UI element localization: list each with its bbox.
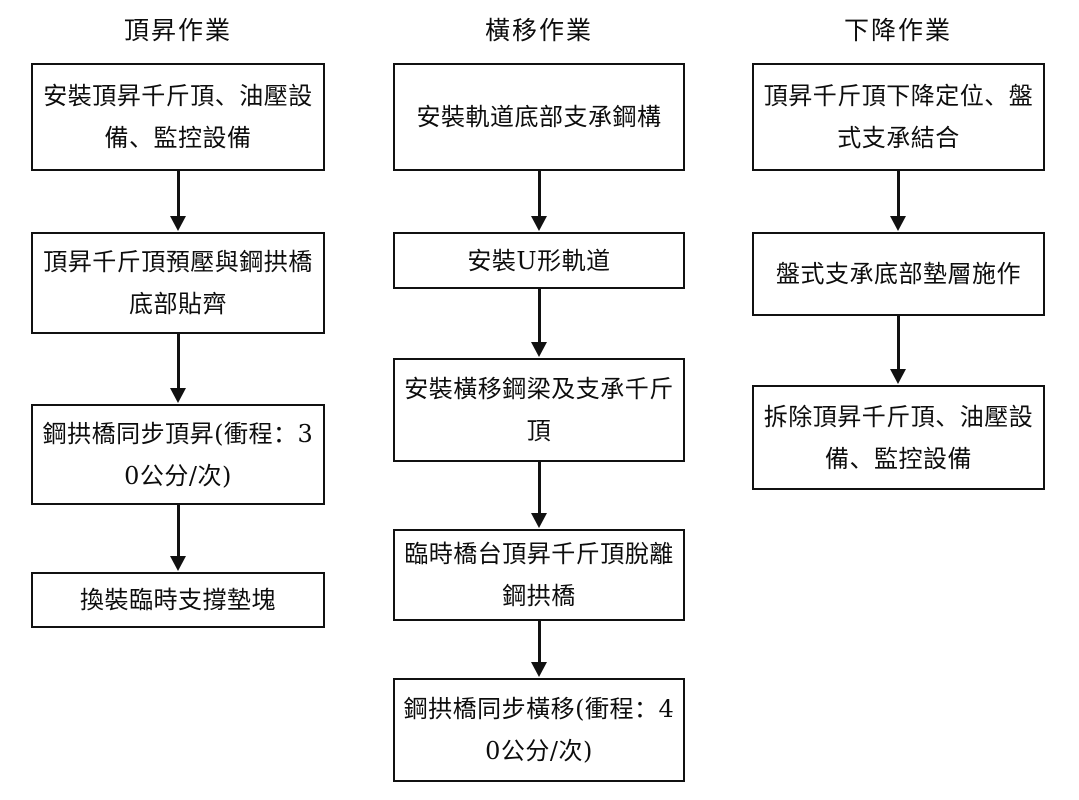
arrow-head: [169, 388, 186, 403]
process-box-label: 頂昇千斤頂下降定位、盤式支承結合: [763, 82, 1034, 152]
arrow-stem: [176, 334, 180, 389]
process-box-replace-temporary-support-blocks[interactable]: 換裝臨時支撐墊塊: [31, 572, 325, 628]
arrow-stem: [537, 462, 541, 514]
process-box-label: 拆除頂昇千斤頂、油壓設備、監控設備: [763, 402, 1034, 473]
arrow-stem: [176, 171, 180, 217]
process-box-install-jacks-hydraulics-monitoring[interactable]: 安裝頂昇千斤頂、油壓設備、監控設備: [31, 63, 325, 171]
arrow-stem: [537, 289, 541, 343]
process-box-label: 鋼拱橋同步頂昇(衝程：30公分/次): [42, 419, 314, 490]
process-box-label: 頂昇千斤頂預壓與鋼拱橋底部貼齊: [43, 248, 313, 318]
process-box-label: 安裝橫移鋼梁及支承千斤頂: [404, 375, 674, 445]
arrow-head: [530, 513, 547, 528]
process-box-pot-bearing-base-grout-layer[interactable]: 盤式支承底部墊層施作: [752, 232, 1045, 316]
process-box-label: 盤式支承底部墊層施作: [776, 260, 1021, 288]
process-box-install-shift-girder-and-jacks[interactable]: 安裝橫移鋼梁及支承千斤頂: [393, 358, 685, 462]
arrow-head: [530, 662, 547, 677]
process-box-label: 安裝U形軌道: [467, 246, 611, 275]
process-box-preload-jacks-fit-arch-bottom[interactable]: 頂昇千斤頂預壓與鋼拱橋底部貼齊: [31, 232, 325, 334]
process-box-label: 安裝頂昇千斤頂、油壓設備、監控設備: [43, 82, 313, 152]
process-box-label: 鋼拱橋同步橫移(衝程：40公分/次): [403, 695, 675, 765]
arrow-stem: [537, 621, 541, 663]
arrow-head: [169, 216, 186, 231]
column-title-1: 頂昇作業: [123, 16, 232, 45]
arrow-stem: [897, 316, 900, 370]
process-box-synchronous-arch-jacking[interactable]: 鋼拱橋同步頂昇(衝程：30公分/次): [31, 404, 325, 505]
arrow-stem: [176, 505, 180, 557]
arrow-head: [530, 216, 547, 231]
column-title-3: 下降作業: [843, 16, 952, 45]
arrow-head: [169, 556, 186, 571]
process-box-install-rail-base-steel-support[interactable]: 安裝軌道底部支承鋼構: [393, 63, 685, 171]
process-box-remove-jacks-hydraulics-monitoring[interactable]: 拆除頂昇千斤頂、油壓設備、監控設備: [752, 385, 1045, 490]
process-box-lower-jacks-position-pot-bearing[interactable]: 頂昇千斤頂下降定位、盤式支承結合: [752, 63, 1045, 171]
process-box-install-u-rail[interactable]: 安裝U形軌道: [393, 232, 685, 289]
process-box-label: 安裝軌道底部支承鋼構: [416, 103, 662, 131]
arrow-head: [890, 369, 906, 384]
process-box-label: 換裝臨時支撐墊塊: [80, 586, 276, 614]
arrow-stem: [537, 171, 541, 217]
process-box-label: 臨時橋台頂昇千斤頂脫離鋼拱橋: [404, 540, 674, 610]
process-box-temp-abutment-jack-release-arch[interactable]: 臨時橋台頂昇千斤頂脫離鋼拱橋: [393, 529, 685, 621]
column-title-2: 橫移作業: [484, 16, 593, 45]
arrow-head: [890, 216, 906, 231]
process-box-synchronous-arch-transverse-shift[interactable]: 鋼拱橋同步橫移(衝程：40公分/次): [393, 678, 685, 782]
arrow-stem: [897, 171, 900, 217]
arrow-head: [530, 342, 547, 357]
